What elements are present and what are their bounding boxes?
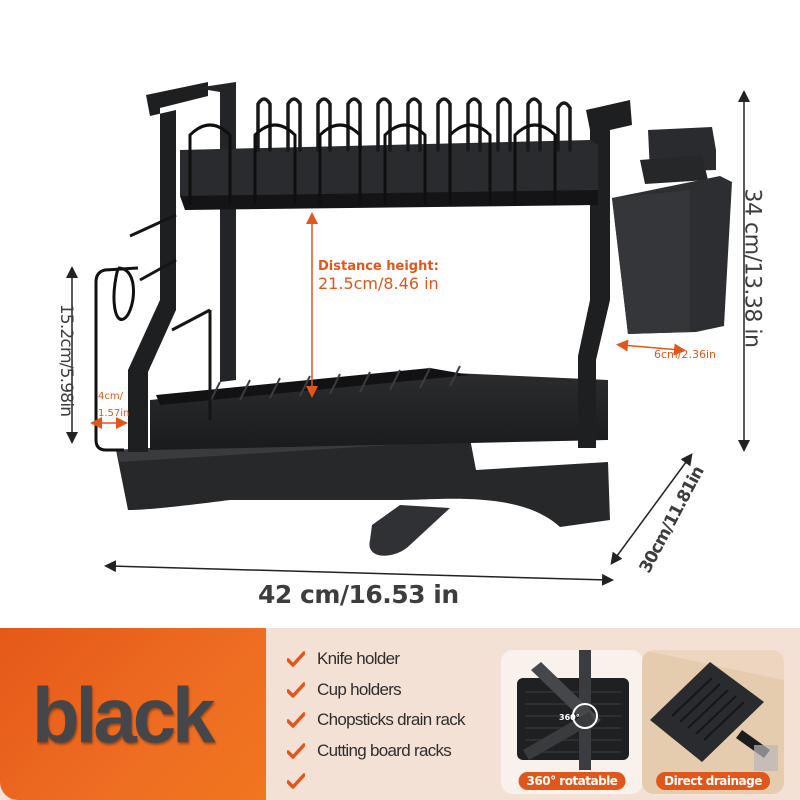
width-dimension-label: 42 cm/16.53 in [258, 580, 459, 609]
drainage-spout-image [642, 650, 784, 794]
check-icon [287, 712, 305, 728]
rotation-degree-text: 360° [559, 713, 580, 722]
dish-rack-illustration [66, 82, 750, 586]
check-icon [287, 651, 305, 667]
feature-item: Cup holders [287, 675, 465, 706]
check-icon [287, 743, 305, 759]
drainage-label: Direct drainage [656, 772, 770, 790]
feature-item [287, 766, 465, 797]
thumbnail-360-rotatable: 360° 360° rotatable [501, 650, 643, 794]
feature-label: Cutting board racks [317, 740, 452, 760]
check-icon [287, 682, 305, 698]
distance-height-value: 21.5cm/8.46 in [318, 274, 439, 293]
height-dimension-label: 34 cm/13.38 in [739, 188, 765, 348]
feature-list: Knife holder Cup holders Chopsticks drai… [287, 644, 466, 797]
color-name-label: black [32, 671, 215, 759]
distance-height-annotation: Distance height: 21.5cm/8.46 in [318, 258, 439, 292]
feature-label: Chopsticks drain rack [317, 710, 466, 730]
feature-item: Chopsticks drain rack [287, 705, 466, 736]
cutting-board-gap-annotation: 4cm/ 1.57in [98, 388, 129, 422]
feature-item: Cutting board racks [287, 736, 465, 767]
thumbnail-direct-drainage: Direct drainage [642, 650, 784, 794]
cutting-board-rack-height-label: 15.2cm/5.98in [56, 303, 76, 417]
cup-holder-offset-label: 6cm/2.36in [654, 348, 716, 361]
feature-banner: black Knife holder Cup holders Chopstick… [0, 628, 800, 800]
product-image-area: 34 cm/13.38 in 15.2cm/5.98in 42 cm/16.53… [56, 82, 765, 609]
rotatable-label: 360° rotatable [518, 772, 626, 790]
color-swatch-panel: black [0, 628, 266, 800]
feature-item: Knife holder [287, 644, 465, 675]
gap-line-1: 4cm/ [98, 391, 123, 402]
rotatable-spout-image: 360° [517, 650, 629, 770]
check-icon [287, 773, 305, 789]
feature-label: Cup holders [317, 679, 402, 699]
feature-label: Knife holder [317, 649, 400, 669]
gap-line-2: 1.57in [98, 408, 130, 419]
distance-height-title: Distance height: [318, 259, 439, 274]
